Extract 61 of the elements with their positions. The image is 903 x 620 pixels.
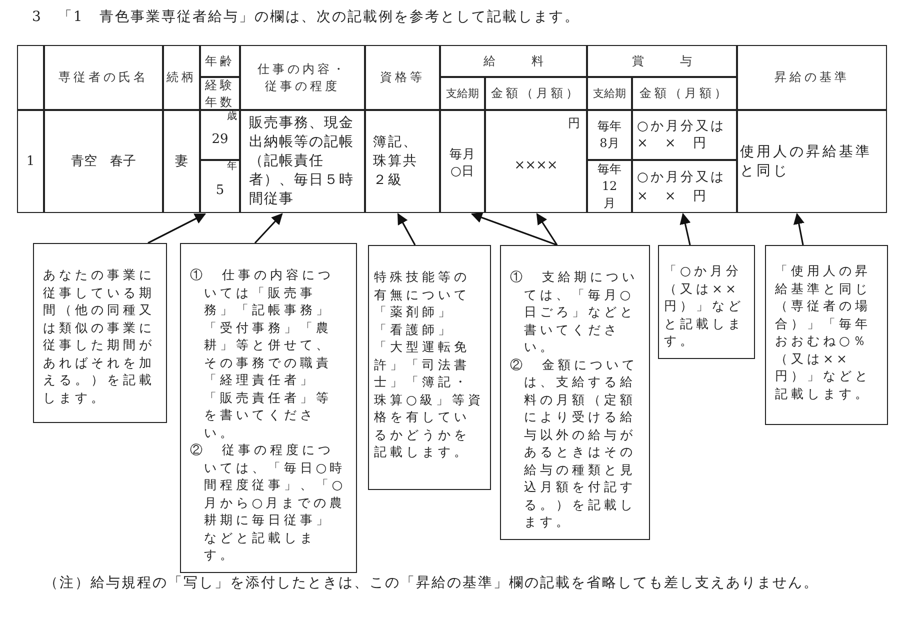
callout-box	[658, 245, 755, 358]
arrow	[536, 213, 558, 246]
arrow	[148, 213, 206, 244]
column-header: 支給期	[440, 77, 485, 110]
unit-label: 年	[227, 161, 237, 173]
cell-text: ××××	[514, 157, 558, 174]
table-cell	[200, 160, 240, 213]
column-header: 金額（月額）	[632, 77, 737, 110]
callout-box	[33, 243, 167, 423]
note: （注）給与規程の「写し」を添付したときは、この「昇給の基準」欄の記載を省略しても差し支えありません。	[44, 574, 820, 593]
arrow	[397, 213, 416, 246]
callout-text: 「使用人の昇給基準と同じ（専従者の場合）」「毎年おおむね○％（又は××円）」などと記載します。	[775, 262, 872, 402]
table-cell: 青空 春子	[44, 110, 163, 213]
callout-box	[180, 243, 357, 572]
table-cell	[200, 110, 240, 160]
callout-text: 「○か月分（又は××円）」などと記載します。	[664, 262, 745, 350]
arrow	[254, 213, 283, 244]
cell-text: ○か月分又は× × 円	[637, 168, 726, 206]
column-header: 資格等	[365, 45, 440, 110]
callout-text: あなたの事業に従事している期間（他の同種又は類似の事業に従事した期間があればそれを加える。）を記載します。	[43, 266, 156, 406]
arrow	[680, 212, 691, 246]
cell-text: 使用人の昇給基準と同じ	[740, 142, 873, 180]
table-cell	[440, 110, 485, 213]
column-header: 専従者の氏名	[44, 45, 163, 110]
callout-box	[500, 245, 650, 540]
table-cell: ○か月分又は× × 円	[632, 110, 737, 160]
column-header: 経験年数	[200, 77, 240, 110]
heading: 3 「1 青色事業専従者給与」の欄は、次の記載例を参考として記載します。	[32, 8, 580, 26]
cell-text: 29	[212, 130, 228, 148]
callout-text: ① 仕事の内容については「販売事務」「記帳事務」「受付事務」「農耕」等と併せて、その事務での職責「経理責任者」「販売責任者」等を書いてください。	[190, 266, 335, 441]
table-cell: 毎年8月	[587, 110, 632, 160]
cell-text: 5	[216, 182, 224, 199]
callout-box	[765, 245, 888, 425]
table-cell	[240, 110, 365, 213]
table-cell: 1	[17, 110, 44, 213]
table-cell: 妻	[163, 110, 200, 213]
column-header: 賞与	[587, 45, 737, 77]
table-cell: 毎年12月	[587, 160, 632, 213]
callout-text: ② 金額については、支給する給料の月額（定額により受ける給与以外の給与があるときはその給与の種類と見込月額を付記する。）を記載します。	[510, 356, 639, 530]
callout-text: ② 従事の程度については、「毎日○時間程度従事」、「○月から○月までの農耕期に毎日従事」などと記載します。	[190, 441, 347, 564]
table-cell	[632, 160, 737, 213]
table-cell	[485, 110, 587, 213]
column-header: 続柄	[163, 45, 200, 110]
column-header: 支給期	[587, 77, 632, 110]
unit-label: 歳	[227, 111, 237, 123]
cell-text: 毎月○日	[449, 144, 476, 178]
callout-box	[368, 245, 491, 490]
column-header: 仕事の内容・従事の程度	[240, 45, 365, 110]
arrow	[793, 212, 804, 246]
column-header: 昇給の基準	[737, 45, 887, 110]
cell-text: 簿記、珠算共２級	[373, 133, 419, 190]
table-cell	[737, 110, 887, 213]
cell-text: 販売事務、現金出納帳等の記帳（記帳責任者）、毎日５時間従事	[249, 114, 355, 209]
arrow	[470, 212, 558, 246]
column-header: 給料	[440, 45, 587, 77]
unit-label: 円	[568, 117, 580, 129]
table-cell	[365, 110, 440, 213]
callout-text: 特殊技能等の有無について「薬剤師」「看護師」「大型運転免許」「司法書士」「簿記・珠算○級」等資格を有しているかどうかを記載します。	[374, 268, 485, 460]
callout-text: ① 支給期については、「毎月○日ごろ」などと書いてください。	[510, 268, 639, 356]
column-header: 年齢	[200, 45, 240, 77]
column-header: 金額（月額）	[485, 77, 587, 110]
